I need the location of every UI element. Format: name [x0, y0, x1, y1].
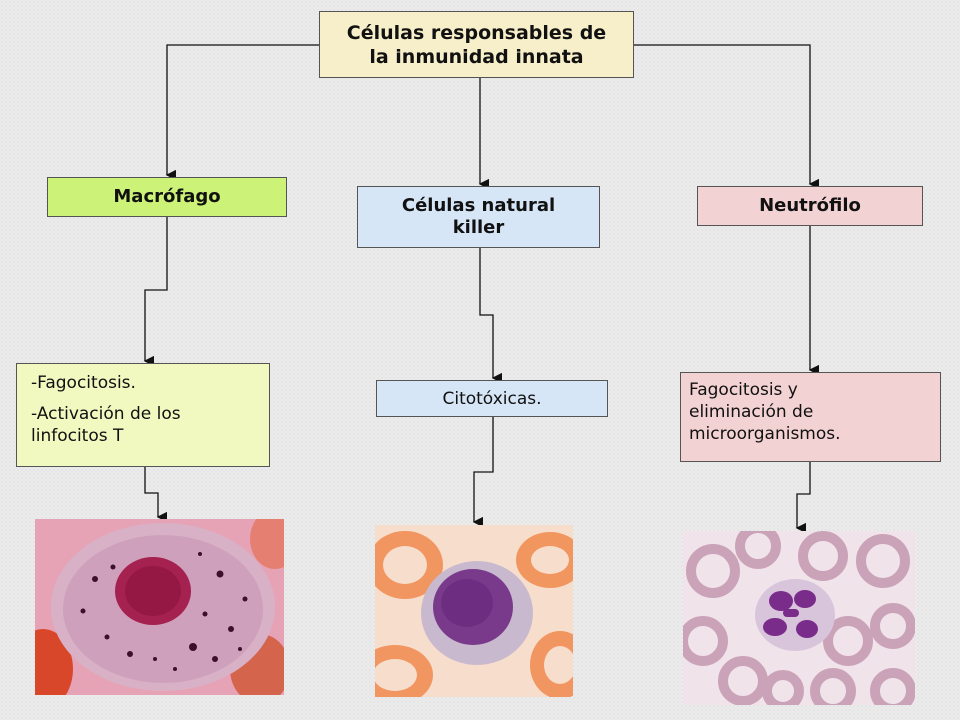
title-line-2: la inmunidad innata: [369, 45, 584, 68]
connector-nk-function: [479, 248, 503, 384]
function-nk-text: Citotóxicas.: [442, 388, 542, 409]
function-macrophage-item-1: -Fagocitosis.: [31, 373, 136, 393]
category-macrophage-label: Macrófago: [113, 186, 221, 207]
function-neutrophil-line-1: Fagocitosis y: [689, 380, 798, 400]
neutrophil-micrograph: [683, 531, 915, 705]
connector-title-neutrophil: [634, 44, 820, 190]
category-nk-cells: Células natural killer: [357, 186, 600, 248]
category-macrophage: Macrófago: [47, 177, 287, 217]
nk-cell-micrograph: [375, 525, 573, 697]
category-nk-label-line-1: Células natural: [401, 195, 556, 216]
function-neutrophil-line-3: microorganismos.: [689, 424, 841, 444]
function-macrophage: -Fagocitosis. -Activación de los linfoci…: [16, 363, 270, 467]
category-neutrophil: Neutrófilo: [697, 186, 923, 226]
diagram-title: Células responsables de la inmunidad inn…: [319, 11, 634, 78]
connector-title-macrophage: [165, 44, 319, 181]
connector-nk-photo: [472, 417, 494, 528]
category-neutrophil-label: Neutrófilo: [759, 195, 861, 216]
connector-neutrophil-photo: [795, 462, 811, 534]
connector-macrophage-function: [143, 217, 168, 367]
title-line-1: Células responsables de: [346, 21, 607, 44]
function-nk: Citotóxicas.: [376, 380, 608, 417]
macrophage-micrograph: [35, 519, 284, 695]
connector-macrophage-photo: [144, 467, 168, 523]
function-macrophage-item-2: -Activación de los linfocitos T: [31, 404, 181, 446]
function-neutrophil: Fagocitosis y eliminación de microorgani…: [680, 372, 941, 462]
category-nk-label-line-2: killer: [452, 217, 505, 238]
function-neutrophil-line-2: eliminación de: [689, 402, 814, 422]
